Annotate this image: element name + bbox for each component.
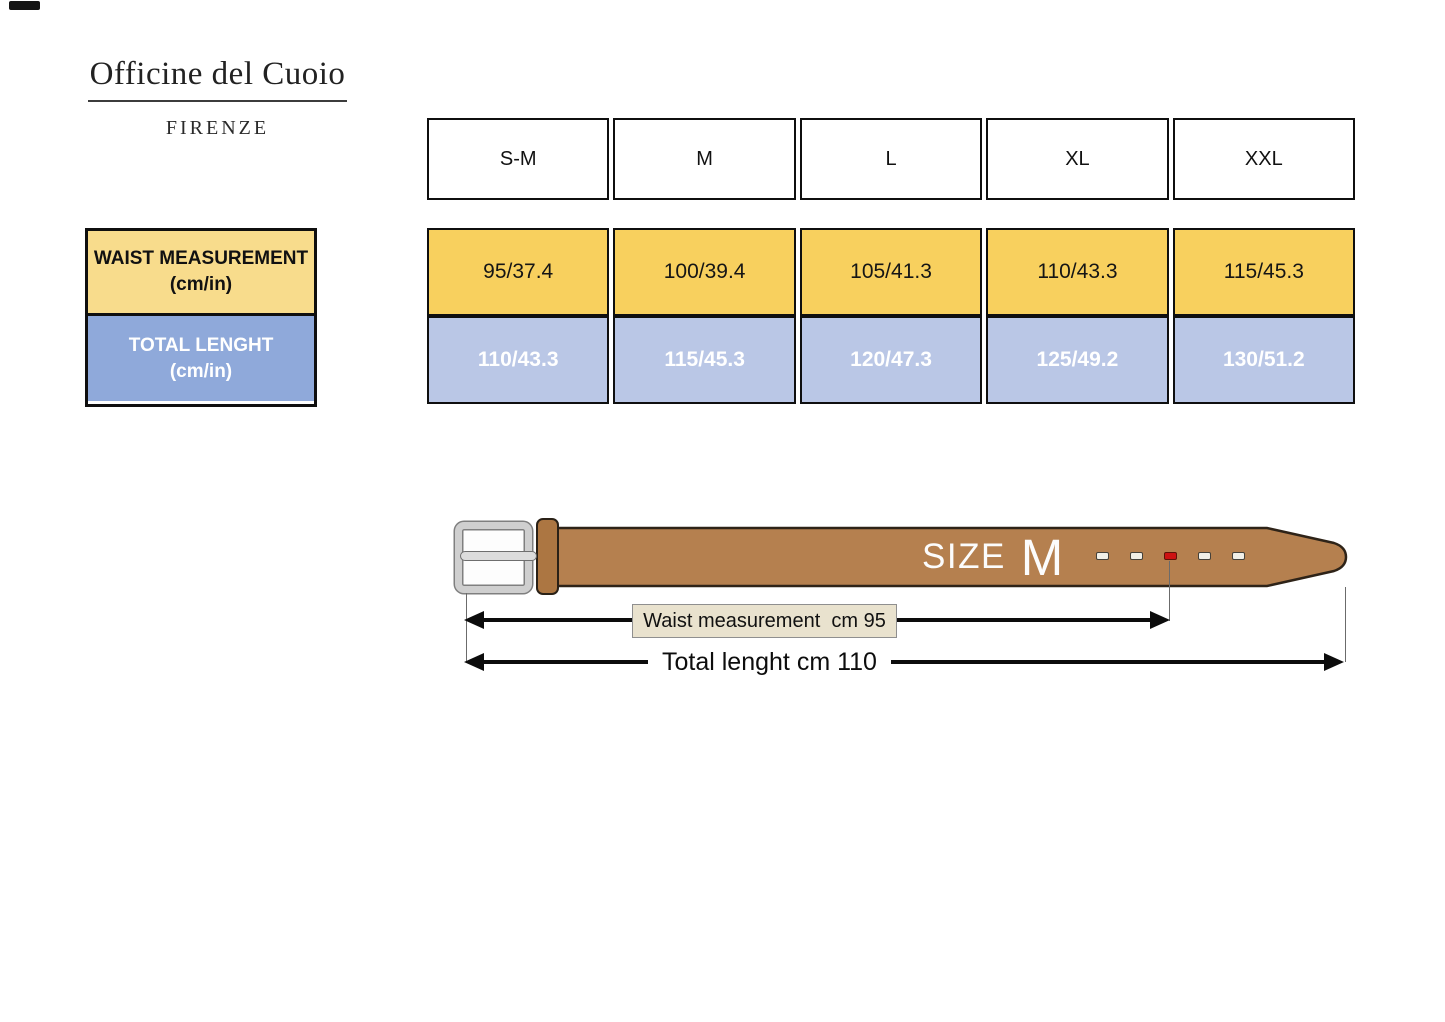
waist-value-cell: 115/45.3 <box>1172 228 1356 316</box>
brand-city: FIRENZE <box>165 117 270 139</box>
belt-strap <box>555 526 1348 588</box>
waist-annotation-box: Waist measurement cm 95 <box>632 604 897 638</box>
size-header-cell: L <box>799 118 983 200</box>
belt-hole <box>1130 552 1143 560</box>
waist-values-row: 95/37.4 100/39.4 105/41.3 110/43.3 115/4… <box>427 228 1356 316</box>
waist-value-cell: 100/39.4 <box>613 228 796 316</box>
belt-hole <box>1198 552 1211 560</box>
waist-arrow-head-left <box>464 611 484 629</box>
brand-name: Officine del Cuoio <box>87 56 348 102</box>
waist-value-cell: 110/43.3 <box>986 228 1169 316</box>
belt-size-text: SIZE M <box>922 528 1063 586</box>
total-arrow-line <box>478 660 1329 664</box>
waist-row-unit: (cm/in) <box>169 274 233 295</box>
size-header-cell: S-M <box>427 118 610 200</box>
waist-value-cell: 95/37.4 <box>427 228 610 316</box>
belt-size-label: SIZE <box>922 537 1006 576</box>
size-header-cell: XXL <box>1172 118 1356 200</box>
top-left-artifact <box>9 1 40 10</box>
guide-line-hole <box>1169 561 1170 621</box>
length-value-cell: 130/51.2 <box>1172 316 1356 404</box>
belt-size-value: M <box>1020 528 1064 586</box>
brand-block: Officine del Cuoio FIRENZE <box>60 56 375 140</box>
total-arrow-head-right <box>1324 653 1344 671</box>
length-value-cell: 125/49.2 <box>986 316 1169 404</box>
total-arrow-head-left <box>464 653 484 671</box>
waist-value-cell: 105/41.3 <box>799 228 983 316</box>
belt-hole-active-red <box>1164 552 1177 560</box>
length-row-label-text: TOTAL LENGHT <box>128 334 274 356</box>
belt-hole <box>1096 552 1109 560</box>
size-header-cell: XL <box>986 118 1169 200</box>
length-row-unit: (cm/in) <box>169 360 233 382</box>
belt-holes <box>1096 552 1245 560</box>
length-values-row: 110/43.3 115/45.3 120/47.3 125/49.2 130/… <box>427 316 1356 404</box>
length-value-cell: 110/43.3 <box>427 316 610 404</box>
waist-row-label-text: WAIST MEASUREMENT <box>93 248 309 270</box>
row-label-block: WAIST MEASUREMENT (cm/in) TOTAL LENGHT (… <box>85 228 317 407</box>
belt-keeper <box>536 518 559 595</box>
length-value-cell: 120/47.3 <box>799 316 983 404</box>
size-header-cell: M <box>613 118 796 200</box>
guide-line-tip <box>1345 587 1346 662</box>
length-value-cell: 115/45.3 <box>613 316 796 404</box>
waist-arrow-head-right <box>1150 611 1170 629</box>
waist-row-label: WAIST MEASUREMENT (cm/in) <box>88 231 314 316</box>
length-row-label: TOTAL LENGHT (cm/in) <box>88 316 314 401</box>
belt-hole <box>1232 552 1245 560</box>
belt-buckle-prong <box>460 551 537 561</box>
total-annotation: Total lenght cm 110 <box>648 648 891 676</box>
size-header-row: S-M M L XL XXL <box>427 118 1356 200</box>
